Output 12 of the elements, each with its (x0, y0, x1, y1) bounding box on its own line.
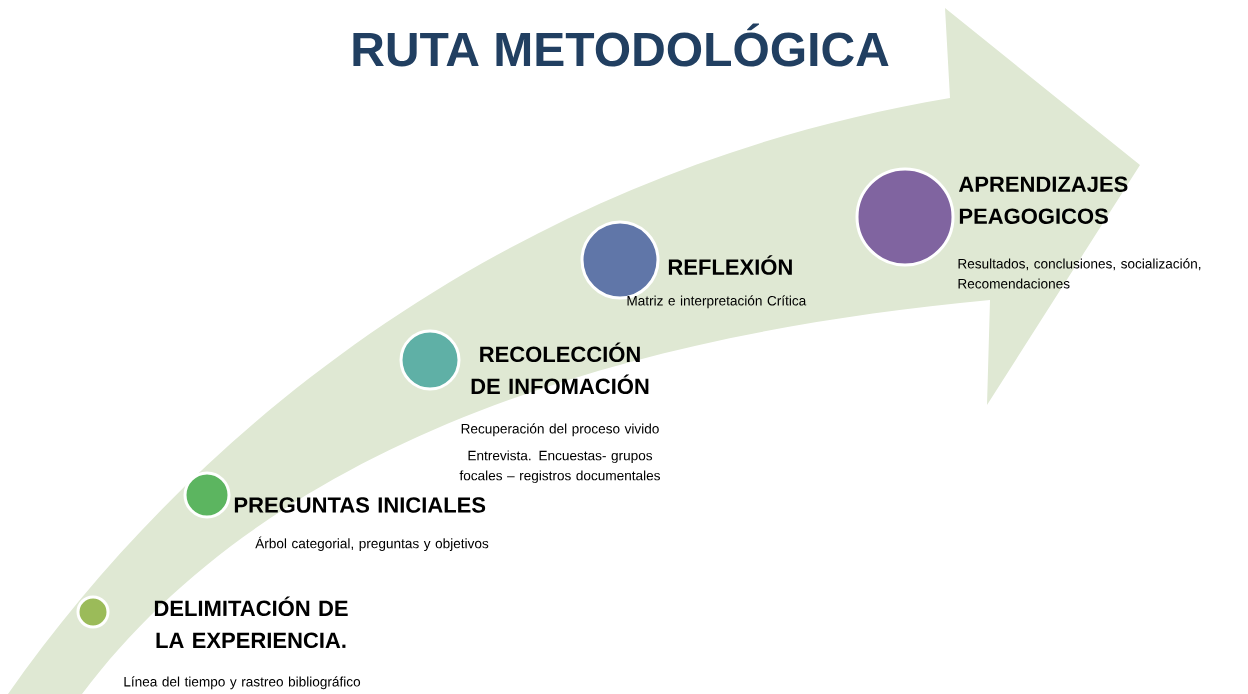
step-description: Árbol categorial, preguntas y objetivos (255, 536, 489, 551)
step-description: Matriz e interpretación Crítica (627, 295, 807, 309)
step-description: Entrevista. Encuestas- grupos focales – registros documentales (459, 450, 660, 484)
step-heading: REFLEXIÓN (668, 255, 792, 275)
title: RUTA METODOLÓGICA (353, 23, 889, 67)
step-heading: RECOLECCIÓN DE INFOMACIÓN (471, 342, 649, 395)
step-heading: APRENDIZAJES PEAGOGICOS (958, 176, 1128, 224)
step-description: Recuperación del proceso vivido (461, 423, 659, 437)
step-heading: DELIMITACIÓN DE LA EXPERIENCIA. (154, 596, 348, 649)
step-description: Resultados, conclusiones, socialización, Recomendaciones (958, 258, 1201, 289)
step-description: Línea del tiempo y rastreo bibliográfico (124, 676, 361, 690)
step-heading: PREGUNTAS INICIALES (234, 497, 486, 513)
